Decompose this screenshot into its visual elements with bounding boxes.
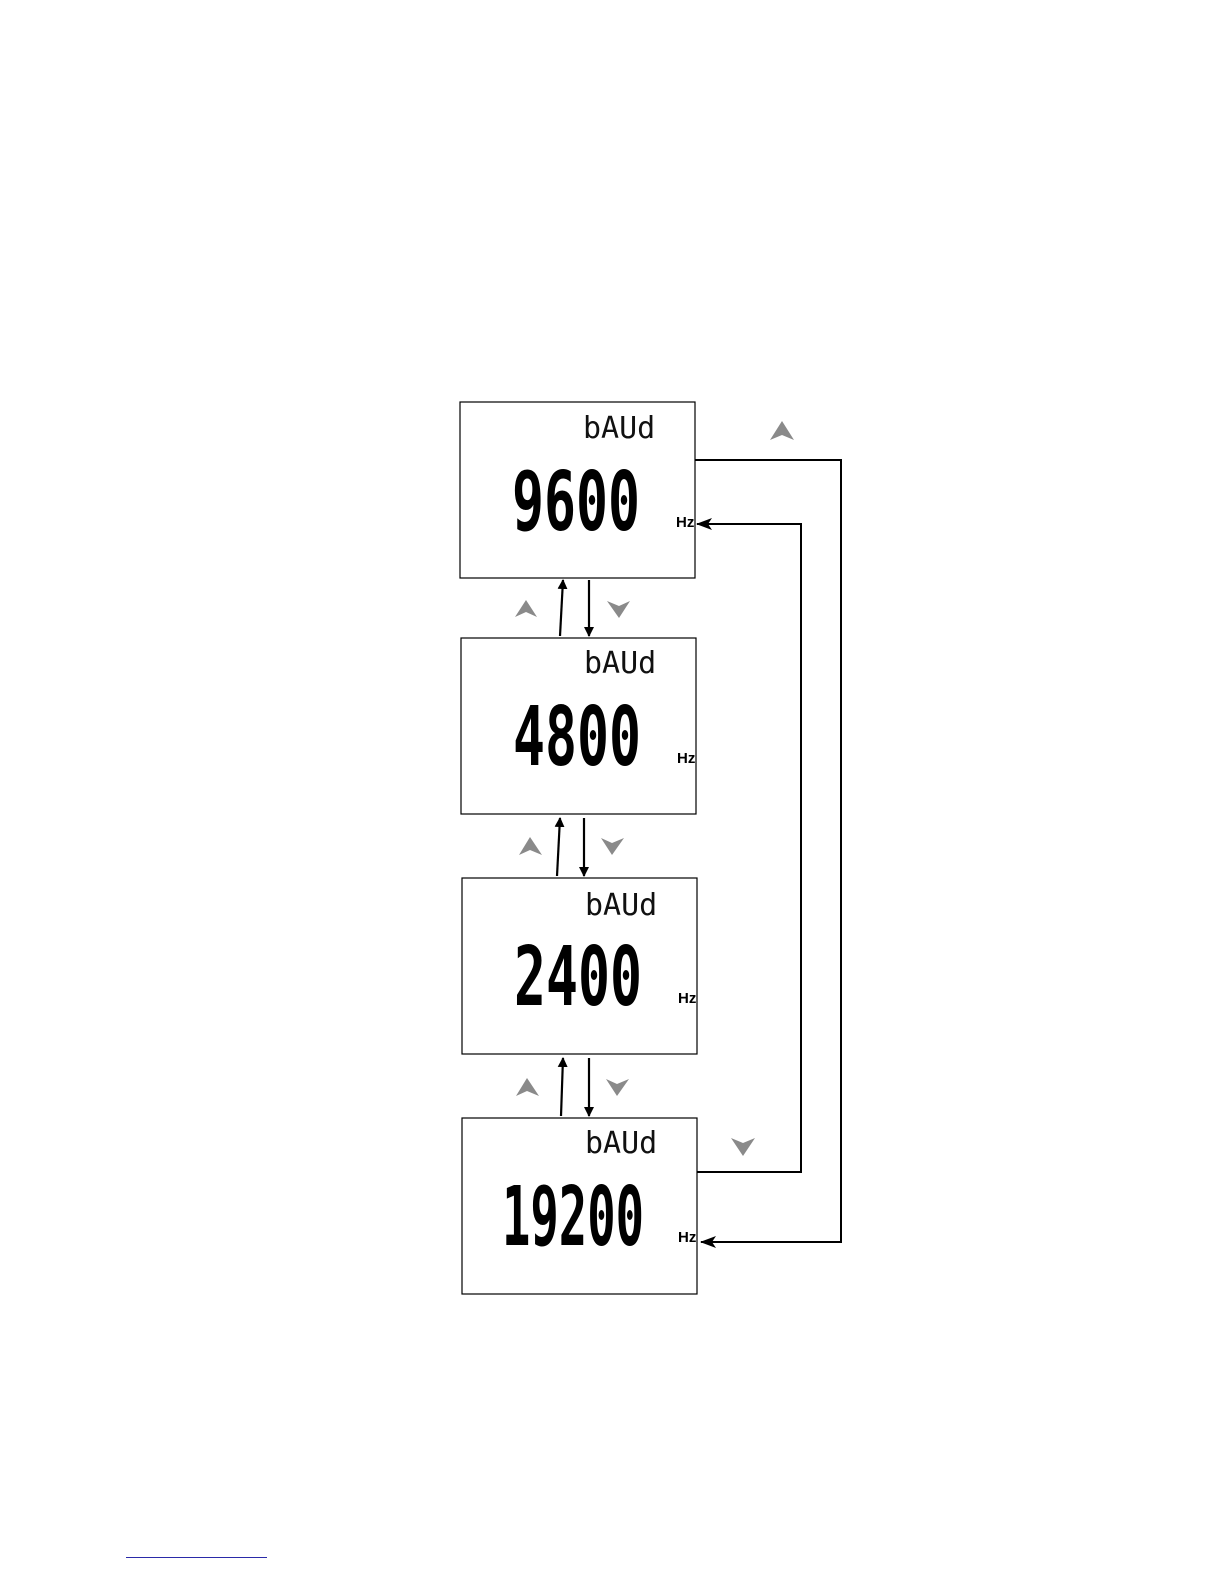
- display-panel-19200: bAUd 19200 Hz: [462, 1118, 697, 1294]
- up-arrow: [557, 818, 560, 876]
- wrap-down-arrow: [697, 524, 801, 1172]
- up-key-icon: [515, 600, 537, 617]
- panel-value: 19200: [502, 1170, 644, 1265]
- display-panel-2400: bAUd 2400 Hz: [462, 878, 697, 1054]
- panel-value: 4800: [513, 690, 641, 785]
- down-key-icon: [731, 1138, 755, 1156]
- arrows-1-2: [515, 580, 630, 636]
- panel-unit: Hz: [676, 514, 694, 531]
- down-key-icon: [601, 838, 624, 855]
- footnote-rule: [126, 1557, 267, 1558]
- panel-label: bAUd: [583, 411, 655, 446]
- display-panel-4800: bAUd 4800 Hz: [461, 638, 696, 814]
- down-key-icon: [607, 601, 630, 618]
- panel-label: bAUd: [584, 646, 656, 681]
- wrap-up-connector: [695, 421, 841, 1242]
- up-key-icon: [770, 421, 794, 440]
- wrap-down-connector: [697, 524, 801, 1172]
- up-key-icon: [519, 837, 542, 855]
- up-arrow: [561, 1058, 563, 1116]
- panel-unit: Hz: [677, 750, 695, 767]
- panel-unit: Hz: [678, 1229, 696, 1246]
- arrows-2-3: [519, 818, 624, 876]
- wrap-up-arrow: [695, 460, 841, 1242]
- display-panel-9600: bAUd 9600 Hz: [460, 402, 695, 578]
- panel-label: bAUd: [585, 888, 657, 923]
- panel-value: 9600: [512, 455, 640, 550]
- up-arrow: [560, 580, 563, 636]
- arrows-3-4: [516, 1058, 629, 1116]
- down-key-icon: [606, 1079, 629, 1096]
- up-key-icon: [516, 1078, 539, 1096]
- panel-label: bAUd: [585, 1126, 657, 1161]
- panel-unit: Hz: [678, 990, 696, 1007]
- panel-value: 2400: [514, 930, 642, 1025]
